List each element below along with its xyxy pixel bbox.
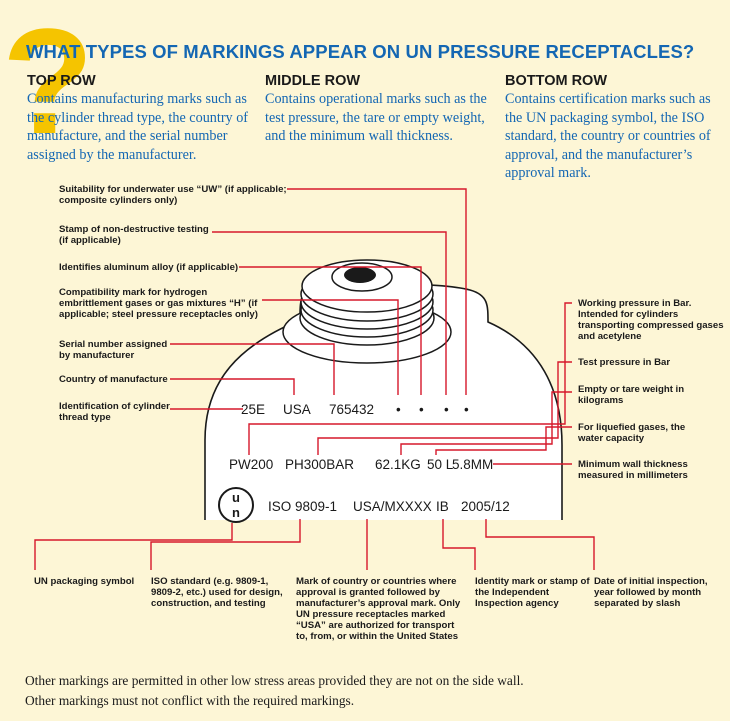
label-inspection-date: Date of initial inspection, year followe… (594, 576, 708, 609)
mark-dot-uw: • (464, 402, 469, 417)
mark-dot-alloy: • (419, 402, 424, 417)
middle-row-description: Contains operational marks such as the t… (265, 91, 487, 145)
label-working-pressure: Working pressure in Bar. Intended for cy… (578, 298, 724, 342)
mark-working-pressure: PW200 (229, 457, 273, 472)
middle-row-section: MIDDLE ROW Contains operational marks su… (265, 72, 493, 146)
mark-inspection-date: 2005/12 (461, 499, 510, 514)
svg-text:u: u (232, 490, 240, 505)
footer-line: Other markings must not conflict with th… (25, 692, 355, 708)
label-thread-type: Identification of cylinder thread type (59, 401, 170, 423)
bottom-row-heading: BOTTOM ROW (505, 73, 608, 89)
mark-serial-number: 765432 (329, 402, 374, 417)
label-iso-standard: ISO standard (e.g. 9809-1, 9809-2, etc.)… (151, 576, 283, 609)
label-underwater-use: Suitability for underwater use “UW” (if … (59, 184, 287, 206)
footer-line: Other markings are permitted in other lo… (25, 673, 524, 688)
mark-wall-thickness: 5.8MM (452, 457, 493, 472)
valve-opening (344, 267, 376, 283)
top-row-section: TOP ROW Contains manufacturing marks suc… (27, 72, 257, 164)
mark-country: USA (283, 402, 311, 417)
bottom-row-description: Contains certification marks such as the… (505, 91, 711, 182)
page-title: WHAT TYPES OF MARKINGS APPEAR ON UN PRES… (26, 41, 695, 62)
mark-tare-weight: 62.1KG (375, 457, 421, 472)
label-inspection-agency: Identity mark or stamp of the Independen… (475, 576, 590, 609)
top-row-heading: TOP ROW (27, 73, 96, 89)
label-test-pressure: Test pressure in Bar (578, 357, 671, 368)
footer-notes: Other markings are permitted in other lo… (25, 671, 725, 710)
mark-test-pressure: PH300BAR (285, 457, 354, 472)
leader-lines (34, 188, 595, 570)
un-packaging-symbol: u n (218, 487, 254, 523)
label-non-destructive-testing: Stamp of non-destructive testing (if app… (59, 224, 209, 246)
label-serial-number: Serial number assigned by manufacturer (59, 339, 168, 361)
label-tare-weight: Empty or tare weight in kilograms (578, 384, 685, 406)
mark-water-capacity: 50 L (427, 457, 454, 472)
label-un-packaging-symbol: UN packaging symbol (34, 576, 135, 587)
question-mark-graphic: ? (2, 0, 94, 165)
middle-row-heading: MIDDLE ROW (265, 73, 361, 89)
mark-thread-type: 25E (241, 402, 265, 417)
top-row-description: Contains manufacturing marks such as the… (27, 91, 249, 163)
mark-dot-h: • (396, 402, 401, 417)
mark-iso-standard: ISO 9809-1 (268, 499, 337, 514)
label-country-of-manufacture: Country of manufacture (59, 374, 168, 385)
label-water-capacity: For liquefied gases, the water capacity (578, 422, 686, 444)
bottom-row-section: BOTTOM ROW Contains certification marks … (505, 72, 727, 183)
label-approval-country: Mark of country or countries where appro… (296, 576, 461, 642)
mark-dot-ndt: • (444, 402, 449, 417)
mark-approval-country: USA/MXXXX (353, 499, 432, 514)
label-aluminum-alloy: Identifies aluminum alloy (if applicable… (59, 262, 239, 273)
label-hydrogen-compatibility: Compatibility mark for hydrogen embrittl… (59, 287, 258, 320)
label-wall-thickness: Minimum wall thickness measured in milli… (578, 459, 688, 481)
svg-text:n: n (232, 505, 240, 520)
mark-inspection-agency: IB (436, 499, 449, 514)
